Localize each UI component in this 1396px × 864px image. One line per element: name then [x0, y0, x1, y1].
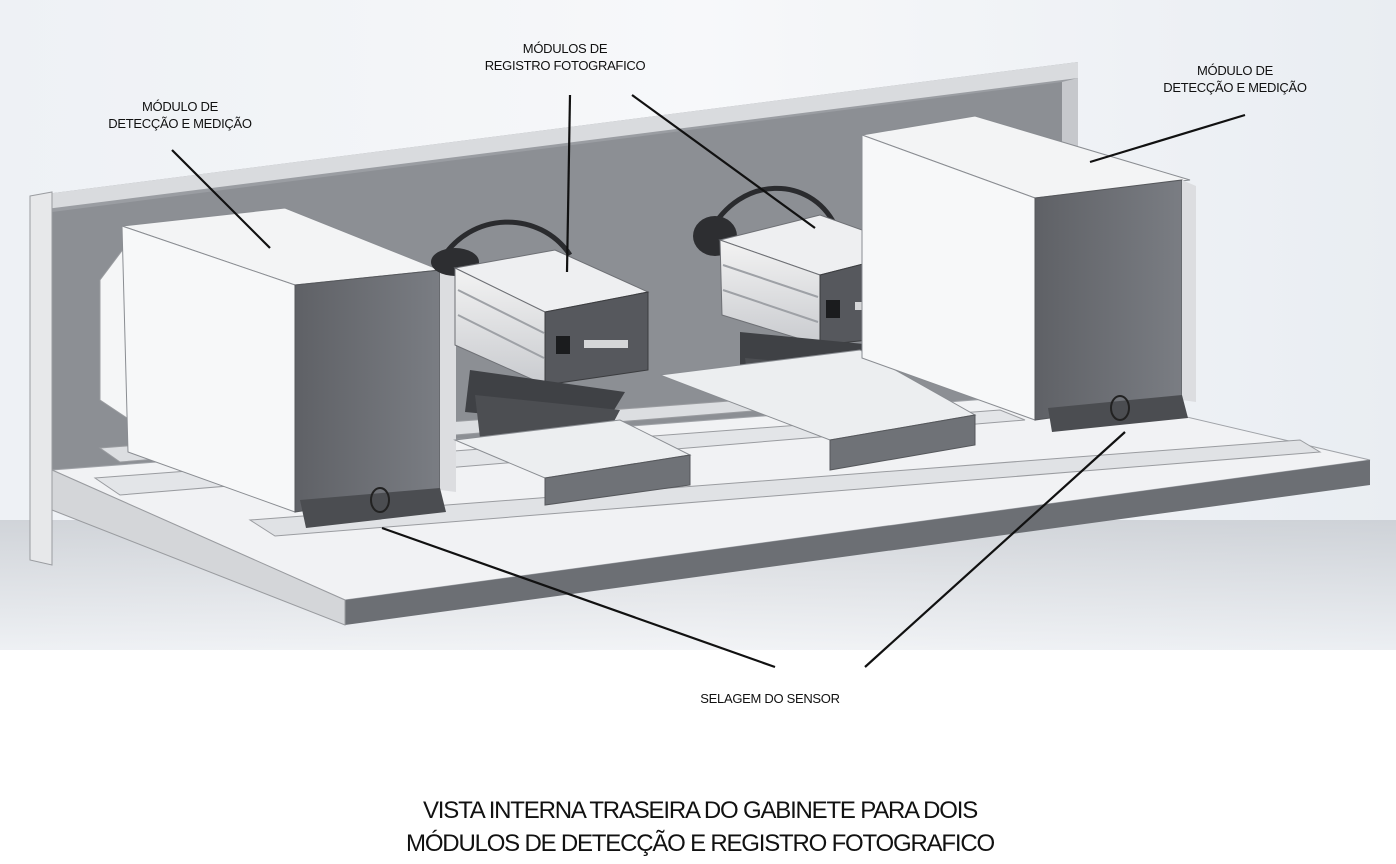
sensor-seal-label: SELAGEM DO SENSOR — [700, 691, 840, 706]
left-module-label: MÓDULO DE DETECÇÃO E MEDIÇÃO — [70, 98, 290, 132]
leader-seal-right — [864, 431, 1126, 668]
leader-right-module — [1089, 113, 1246, 164]
leader-seal-left — [381, 526, 776, 669]
leader-center-module-a — [565, 94, 572, 273]
leader-left-module — [171, 149, 271, 249]
photo-modules-label-line2: REGISTRO FOTOGRAFICO — [484, 58, 646, 73]
figure-caption-line1: VISTA INTERNA TRASEIRA DO GABINETE PARA … — [422, 797, 978, 824]
cabinet-left-wall — [29, 191, 53, 566]
right-module-label-line2: DETECÇÃO E MEDIÇÃO — [1163, 80, 1307, 95]
figure-caption: VISTA INTERNA TRASEIRA DO GABINETE PARA … — [200, 794, 1200, 860]
right-module-label: MÓDULO DE DETECÇÃO E MEDIÇÃO — [1110, 62, 1360, 96]
leader-lines — [171, 94, 1246, 669]
figure-caption-line2: MÓDULOS DE DETECÇÃO E REGISTRO FOTOGRAFI… — [406, 830, 995, 857]
left-module-label-line2: DETECÇÃO E MEDIÇÃO — [108, 116, 252, 131]
right-detection-module — [860, 115, 1196, 432]
leader-center-module-b — [631, 94, 816, 229]
left-module-label-line1: MÓDULO DE — [141, 99, 219, 114]
photo-modules-label: MÓDULOS DE REGISTRO FOTOGRAFICO — [440, 40, 690, 74]
right-module-label-line1: MÓDULO DE — [1196, 63, 1274, 78]
left-camera-module — [431, 219, 692, 506]
photo-modules-label-line1: MÓDULOS DE — [522, 41, 608, 56]
left-detection-module — [99, 207, 456, 528]
